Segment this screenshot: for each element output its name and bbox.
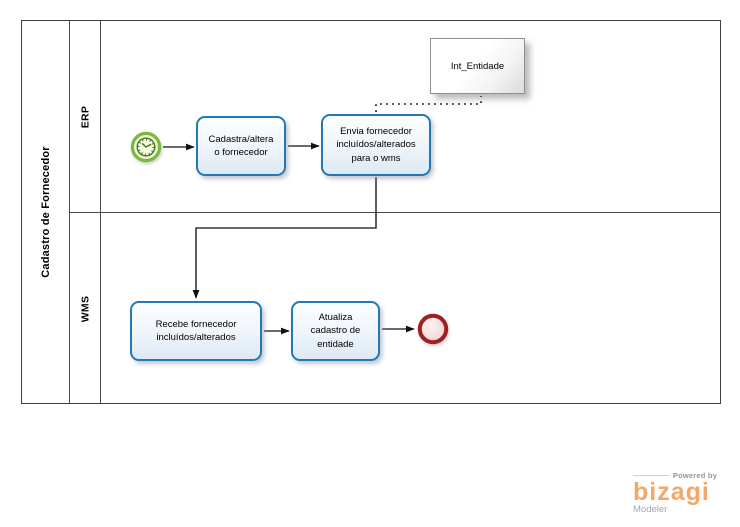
end-event-icon: [417, 313, 449, 345]
timer-start-event[interactable]: [129, 130, 163, 164]
artifact-label: Int_Entidade: [450, 60, 505, 72]
task-recebe-fornecedor[interactable]: Recebe fornecedor incluídos/alterados: [130, 301, 262, 361]
artifact-int-entidade[interactable]: Int_Entidade: [430, 38, 525, 94]
bizagi-branding: Powered by bizagi Modeler: [633, 471, 717, 515]
lane-wms-text: WMS: [79, 295, 91, 323]
pool-cadastro-de-fornecedor[interactable]: Cadastro de Fornecedor ERP WMS: [21, 20, 721, 404]
powered-by-row: Powered by: [633, 471, 717, 480]
task-atualiza-cadastro[interactable]: Atualiza cadastro de entidade: [291, 301, 380, 361]
powered-by-rule: [633, 475, 669, 476]
powered-by-text: Powered by: [672, 471, 717, 480]
pool-title: Cadastro de Fornecedor: [39, 146, 52, 278]
lane-erp-text: ERP: [79, 105, 91, 129]
bizagi-logo: bizagi: [633, 478, 710, 506]
bizagi-modeler-text: Modeler: [633, 504, 668, 515]
pool-title-band: Cadastro de Fornecedor: [22, 21, 70, 403]
end-event[interactable]: [416, 312, 450, 346]
lane-divider: [70, 212, 720, 213]
lane-label-erp[interactable]: ERP: [70, 21, 100, 213]
task-cadastra-altera-fornecedor[interactable]: Cadastra/altera o fornecedor: [196, 116, 286, 176]
timer-icon: [130, 131, 162, 163]
lane-label-wms[interactable]: WMS: [70, 213, 100, 405]
task-envia-fornecedor[interactable]: Envia fornecedor incluídos/alterados par…: [321, 114, 431, 176]
